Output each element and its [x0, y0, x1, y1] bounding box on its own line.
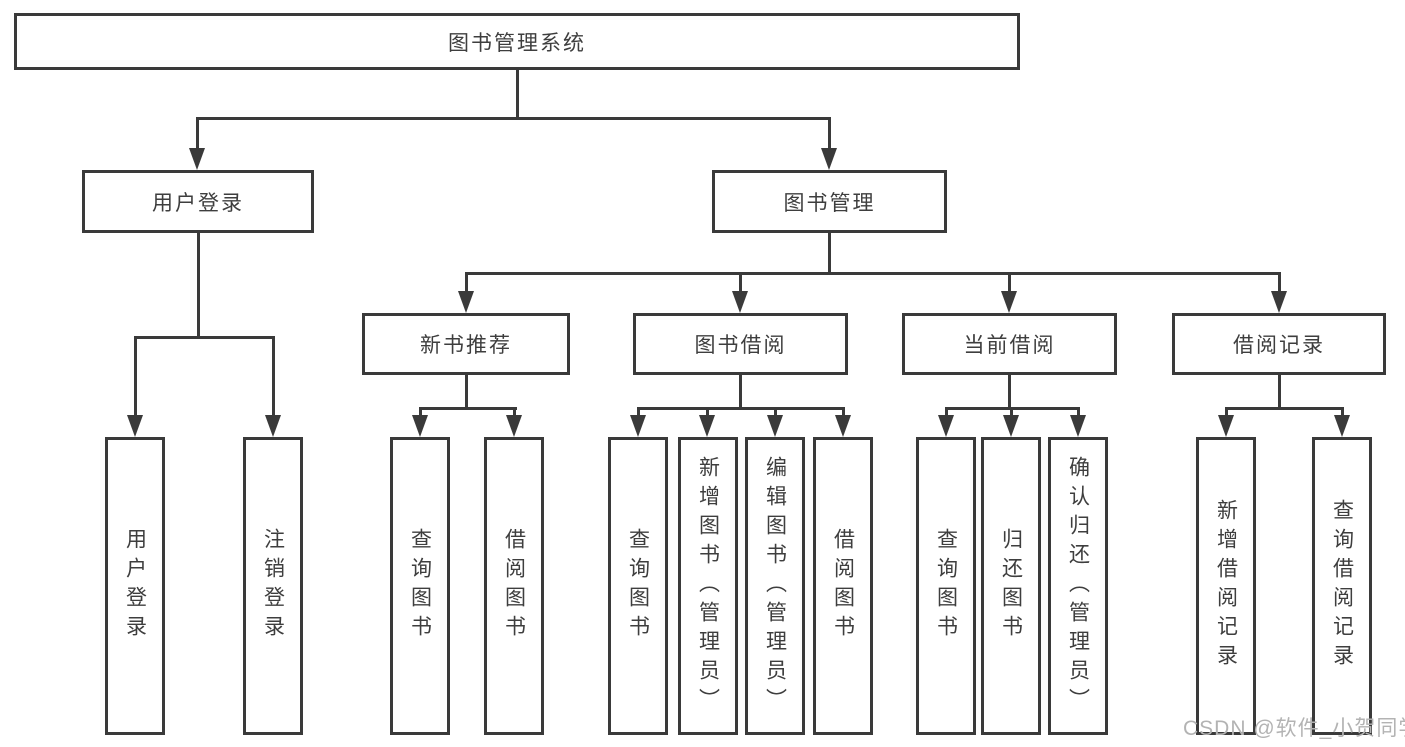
connector-hline [637, 407, 845, 410]
node-leaf-confirm-return-admin: 确认归还（管理员） [1048, 437, 1108, 735]
node-leaf-query-books-2: 查询图书 [608, 437, 668, 735]
leaf-label: 新增图书（管理员） [696, 455, 720, 717]
connector-hline [465, 272, 1281, 275]
connector-vline [945, 407, 948, 417]
arrowhead-down-icon [1271, 291, 1287, 313]
arrowhead-down-icon [699, 415, 715, 437]
leaf-label: 借阅图书 [502, 528, 526, 644]
connector-vline [828, 117, 831, 150]
node-leaf-add-book-admin: 新增图书（管理员） [678, 437, 738, 735]
arrowhead-down-icon [767, 415, 783, 437]
node-leaf-query-borrow-record: 查询借阅记录 [1312, 437, 1372, 735]
leaf-label: 新增借阅记录 [1214, 499, 1238, 673]
arrowhead-down-icon [127, 415, 143, 437]
leaf-label: 确认归还（管理员） [1066, 455, 1090, 717]
node-current-borrowing: 当前借阅 [902, 313, 1117, 375]
csdn-watermark: CSDN @软件_小贺同学 [1183, 717, 1405, 740]
node-user-login: 用户登录 [82, 170, 314, 233]
node-leaf-edit-book-admin: 编辑图书（管理员） [745, 437, 805, 735]
connector-vline [272, 336, 275, 415]
arrowhead-down-icon [630, 415, 646, 437]
leaf-label: 查询图书 [408, 528, 432, 644]
leaf-label: 注销登录 [261, 528, 285, 644]
leaf-label: 查询图书 [934, 528, 958, 644]
arrowhead-down-icon [1001, 291, 1017, 313]
arrowhead-down-icon [506, 415, 522, 437]
arrowhead-down-icon [412, 415, 428, 437]
leaf-label: 借阅图书 [831, 528, 855, 644]
connector-vline [1278, 272, 1281, 291]
leaf-label: 用户登录 [123, 528, 147, 644]
arrowhead-down-icon [1070, 415, 1086, 437]
node-leaf-add-borrow-record: 新增借阅记录 [1196, 437, 1256, 735]
connector-vline [739, 272, 742, 291]
connector-vline [197, 233, 200, 338]
node-root-system: 图书管理系统 [14, 13, 1020, 70]
arrowhead-down-icon [732, 291, 748, 313]
arrowhead-down-icon [1218, 415, 1234, 437]
arrowhead-down-icon [265, 415, 281, 437]
connector-vline [465, 272, 468, 291]
arrowhead-down-icon [458, 291, 474, 313]
arrowhead-down-icon [835, 415, 851, 437]
arrowhead-down-icon [938, 415, 954, 437]
leaf-label: 编辑图书（管理员） [763, 455, 787, 717]
connector-vline [134, 336, 137, 415]
node-new-book-recommend: 新书推荐 [362, 313, 570, 375]
arrowhead-down-icon [1003, 415, 1019, 437]
leaf-label: 查询图书 [626, 528, 650, 644]
node-book-borrowing: 图书借阅 [633, 313, 848, 375]
node-borrowing-records: 借阅记录 [1172, 313, 1386, 375]
arrowhead-down-icon [189, 148, 205, 170]
connector-vline [828, 233, 831, 274]
connector-vline [516, 70, 519, 118]
connector-hline [134, 336, 275, 339]
connector-vline [513, 407, 516, 417]
node-leaf-borrow-books-2: 借阅图书 [813, 437, 873, 735]
leaf-label: 归还图书 [999, 528, 1023, 644]
node-leaf-query-books-1: 查询图书 [390, 437, 450, 735]
node-book-management: 图书管理 [712, 170, 947, 233]
connector-vline [706, 407, 709, 417]
connector-vline [465, 375, 468, 409]
connector-vline [739, 375, 742, 409]
node-leaf-borrow-books-1: 借阅图书 [484, 437, 544, 735]
connector-hline [419, 407, 517, 410]
arrowhead-down-icon [1334, 415, 1350, 437]
connector-vline [1341, 407, 1344, 417]
connector-vline [1077, 407, 1080, 417]
connector-vline [637, 407, 640, 417]
connector-vline [419, 407, 422, 417]
node-leaf-logout: 注销登录 [243, 437, 303, 735]
node-leaf-query-books-3: 查询图书 [916, 437, 976, 735]
connector-vline [1008, 272, 1011, 291]
connector-vline [842, 407, 845, 417]
connector-vline [1278, 375, 1281, 409]
connector-vline [196, 117, 199, 150]
leaf-label: 查询借阅记录 [1330, 499, 1354, 673]
node-leaf-user-login: 用户登录 [105, 437, 165, 735]
connector-vline [1008, 375, 1011, 409]
node-leaf-return-books: 归还图书 [981, 437, 1041, 735]
connector-hline [1225, 407, 1344, 410]
connector-hline [196, 117, 831, 120]
connector-vline [774, 407, 777, 417]
connector-vline [1225, 407, 1228, 417]
arrowhead-down-icon [821, 148, 837, 170]
connector-vline [1010, 407, 1013, 417]
